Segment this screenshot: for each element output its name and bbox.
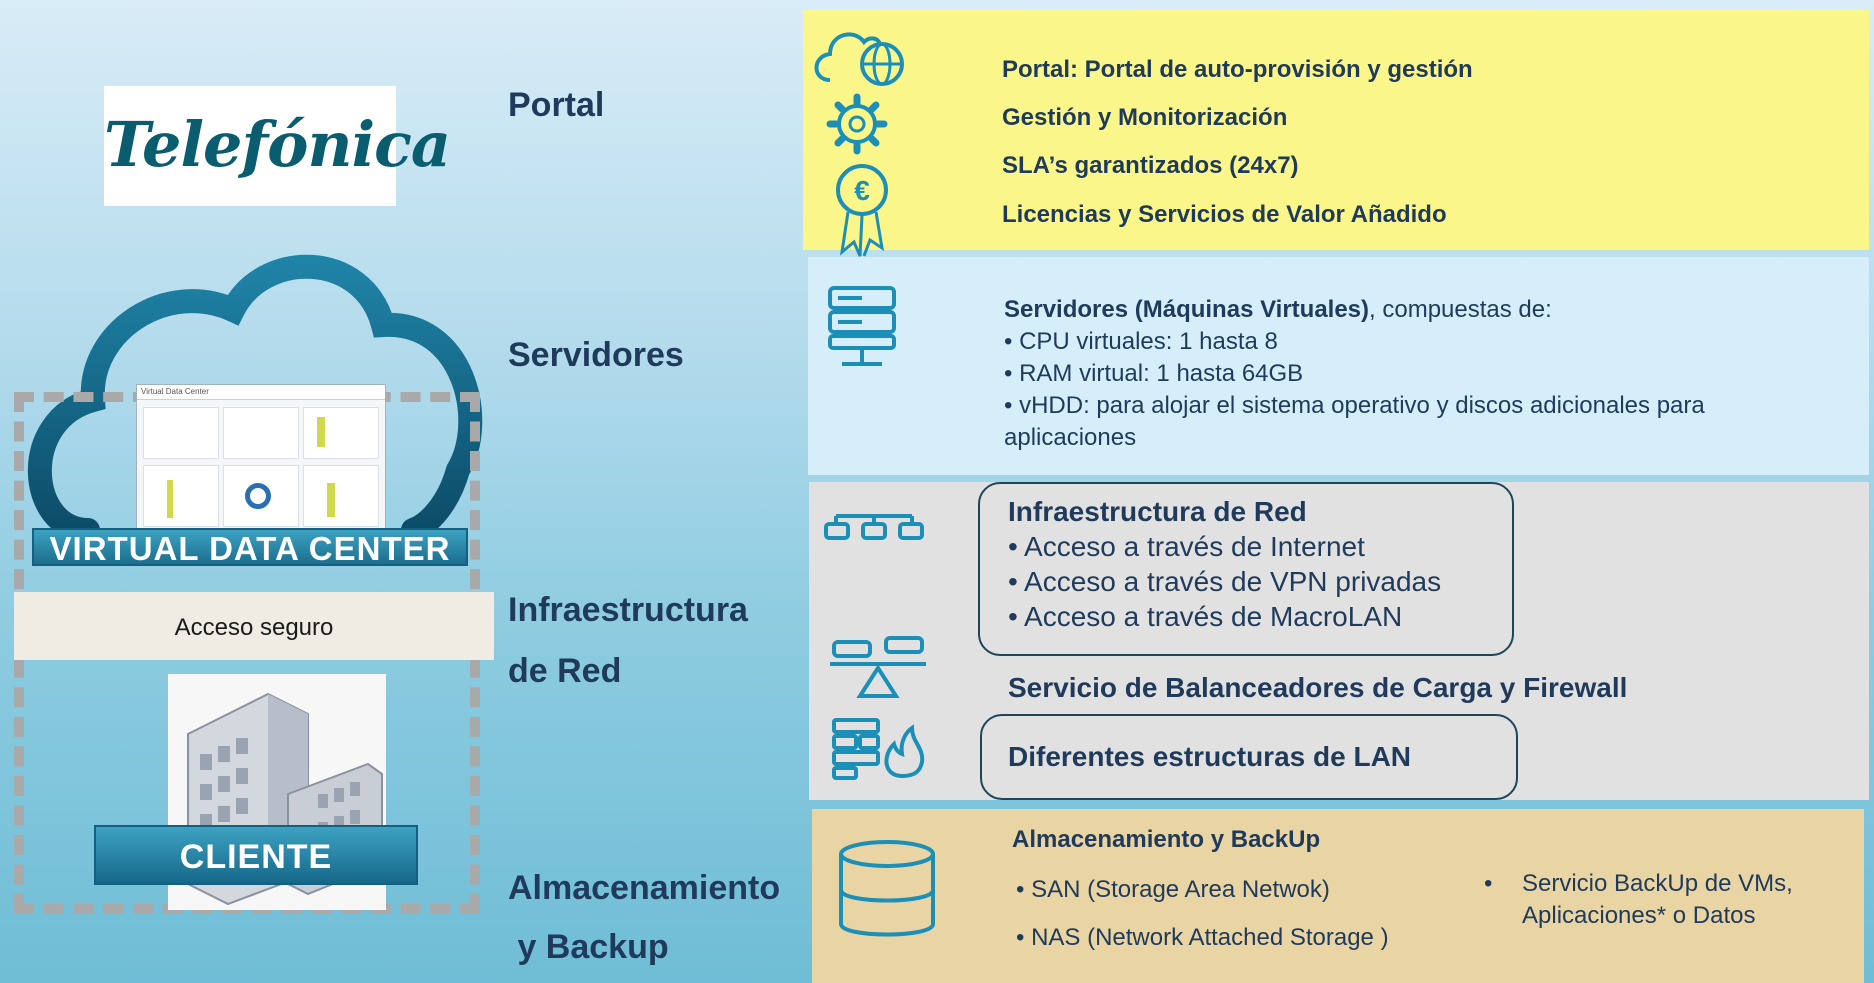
lan-box <box>980 714 1518 800</box>
category-red-line1: Infraestructura <box>508 591 748 629</box>
gear-icon <box>826 93 888 155</box>
load-balancer-icon <box>830 634 930 704</box>
red-bullet-0: • Acceso a través de Internet <box>1008 531 1365 562</box>
portal-item-1: Gestión y Monitorización <box>1002 104 1288 131</box>
cliente-label: CLIENTE <box>94 825 418 885</box>
servidores-title-line: Servidores (Máquinas Virtuales), compues… <box>1004 294 1552 326</box>
lan-label: Diferentes estructuras de LAN <box>1008 741 1412 772</box>
backup-line1: Servicio BackUp de VMs, <box>1522 870 1793 897</box>
backup-line2: Aplicaciones* o Datos <box>1522 902 1756 929</box>
servidores-bullet-1: • RAM virtual: 1 hasta 64GB <box>1004 360 1304 387</box>
cloud-icon <box>18 240 488 540</box>
portal-item-3: Licencias y Servicios de Valor Añadido <box>1002 201 1447 228</box>
almacenamiento-title: Almacenamiento y BackUp <box>1012 826 1321 853</box>
vdc-label: VIRTUAL DATA CENTER <box>32 528 468 567</box>
cloud-globe-icon <box>810 20 910 90</box>
portal-item-0: Portal: Portal de auto-provisión y gesti… <box>1002 56 1473 83</box>
firewall-icon <box>830 716 926 780</box>
portal-panel <box>803 10 1869 250</box>
backup-bullet: • <box>1484 870 1493 897</box>
balanceadores-label: Servicio de Balanceadores de Carga y Fir… <box>1008 672 1628 703</box>
category-almacenamiento-line2: y Backup <box>508 928 669 966</box>
acceso-seguro-box <box>14 592 494 660</box>
red-bullet-2: • Acceso a través de MacroLAN <box>1008 601 1403 632</box>
vdc-screen-title: Virtual Data Center <box>137 385 385 400</box>
category-almacenamiento-line1: Almacenamiento <box>508 869 781 907</box>
portal-item-2: SLA’s garantizados (24x7) <box>1002 152 1299 179</box>
acceso-seguro-label: Acceso seguro <box>174 614 334 641</box>
red-bullet-1: • Acceso a través de VPN privadas <box>1008 566 1442 597</box>
database-icon <box>834 838 940 942</box>
category-portal: Portal <box>508 86 605 124</box>
telefonica-logo-text: Telefónica <box>104 108 451 181</box>
vdc-dashboard-screenshot: Virtual Data Center <box>136 384 386 532</box>
network-icon <box>822 508 926 542</box>
almacenamiento-panel <box>812 809 1864 983</box>
infraestructura-red-box <box>978 482 1514 656</box>
nas-label: • NAS (Network Attached Storage ) <box>1016 924 1389 951</box>
servidores-bullet-0: • CPU virtuales: 1 hasta 8 <box>1004 328 1278 355</box>
server-icon <box>822 284 902 370</box>
category-servidores: Servidores <box>508 336 684 374</box>
servidores-title: Servidores (Máquinas Virtuales) <box>1004 296 1370 323</box>
servidores-title-suffix: , compuestas de: <box>1369 296 1552 323</box>
servidores-bullet-2: • vHDD: para alojar el sistema operativo… <box>1004 392 1705 451</box>
red-box-title: Infraestructura de Red <box>1008 496 1307 527</box>
euro-award-icon: € <box>834 160 890 260</box>
san-label: • SAN (Storage Area Netwok) <box>1016 876 1330 903</box>
servidores-panel <box>808 257 1869 475</box>
category-red-line2: de Red <box>508 652 622 690</box>
telefonica-logo <box>104 86 396 206</box>
svg-text:€: € <box>854 175 870 206</box>
